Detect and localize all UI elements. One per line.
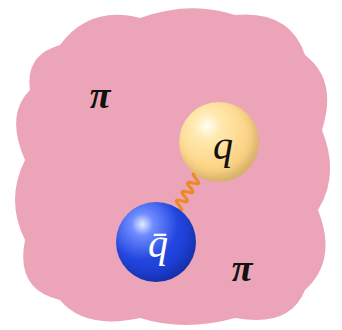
pion-label: π <box>90 76 111 114</box>
quark-ball: q̄ <box>116 202 196 282</box>
pion-label: π <box>232 249 253 287</box>
quark-label: q <box>213 126 233 166</box>
cloud-outline <box>15 8 330 325</box>
gluon-spring <box>176 173 198 210</box>
quark-ball: q <box>179 102 259 182</box>
quark-label: q̄ <box>148 224 168 264</box>
